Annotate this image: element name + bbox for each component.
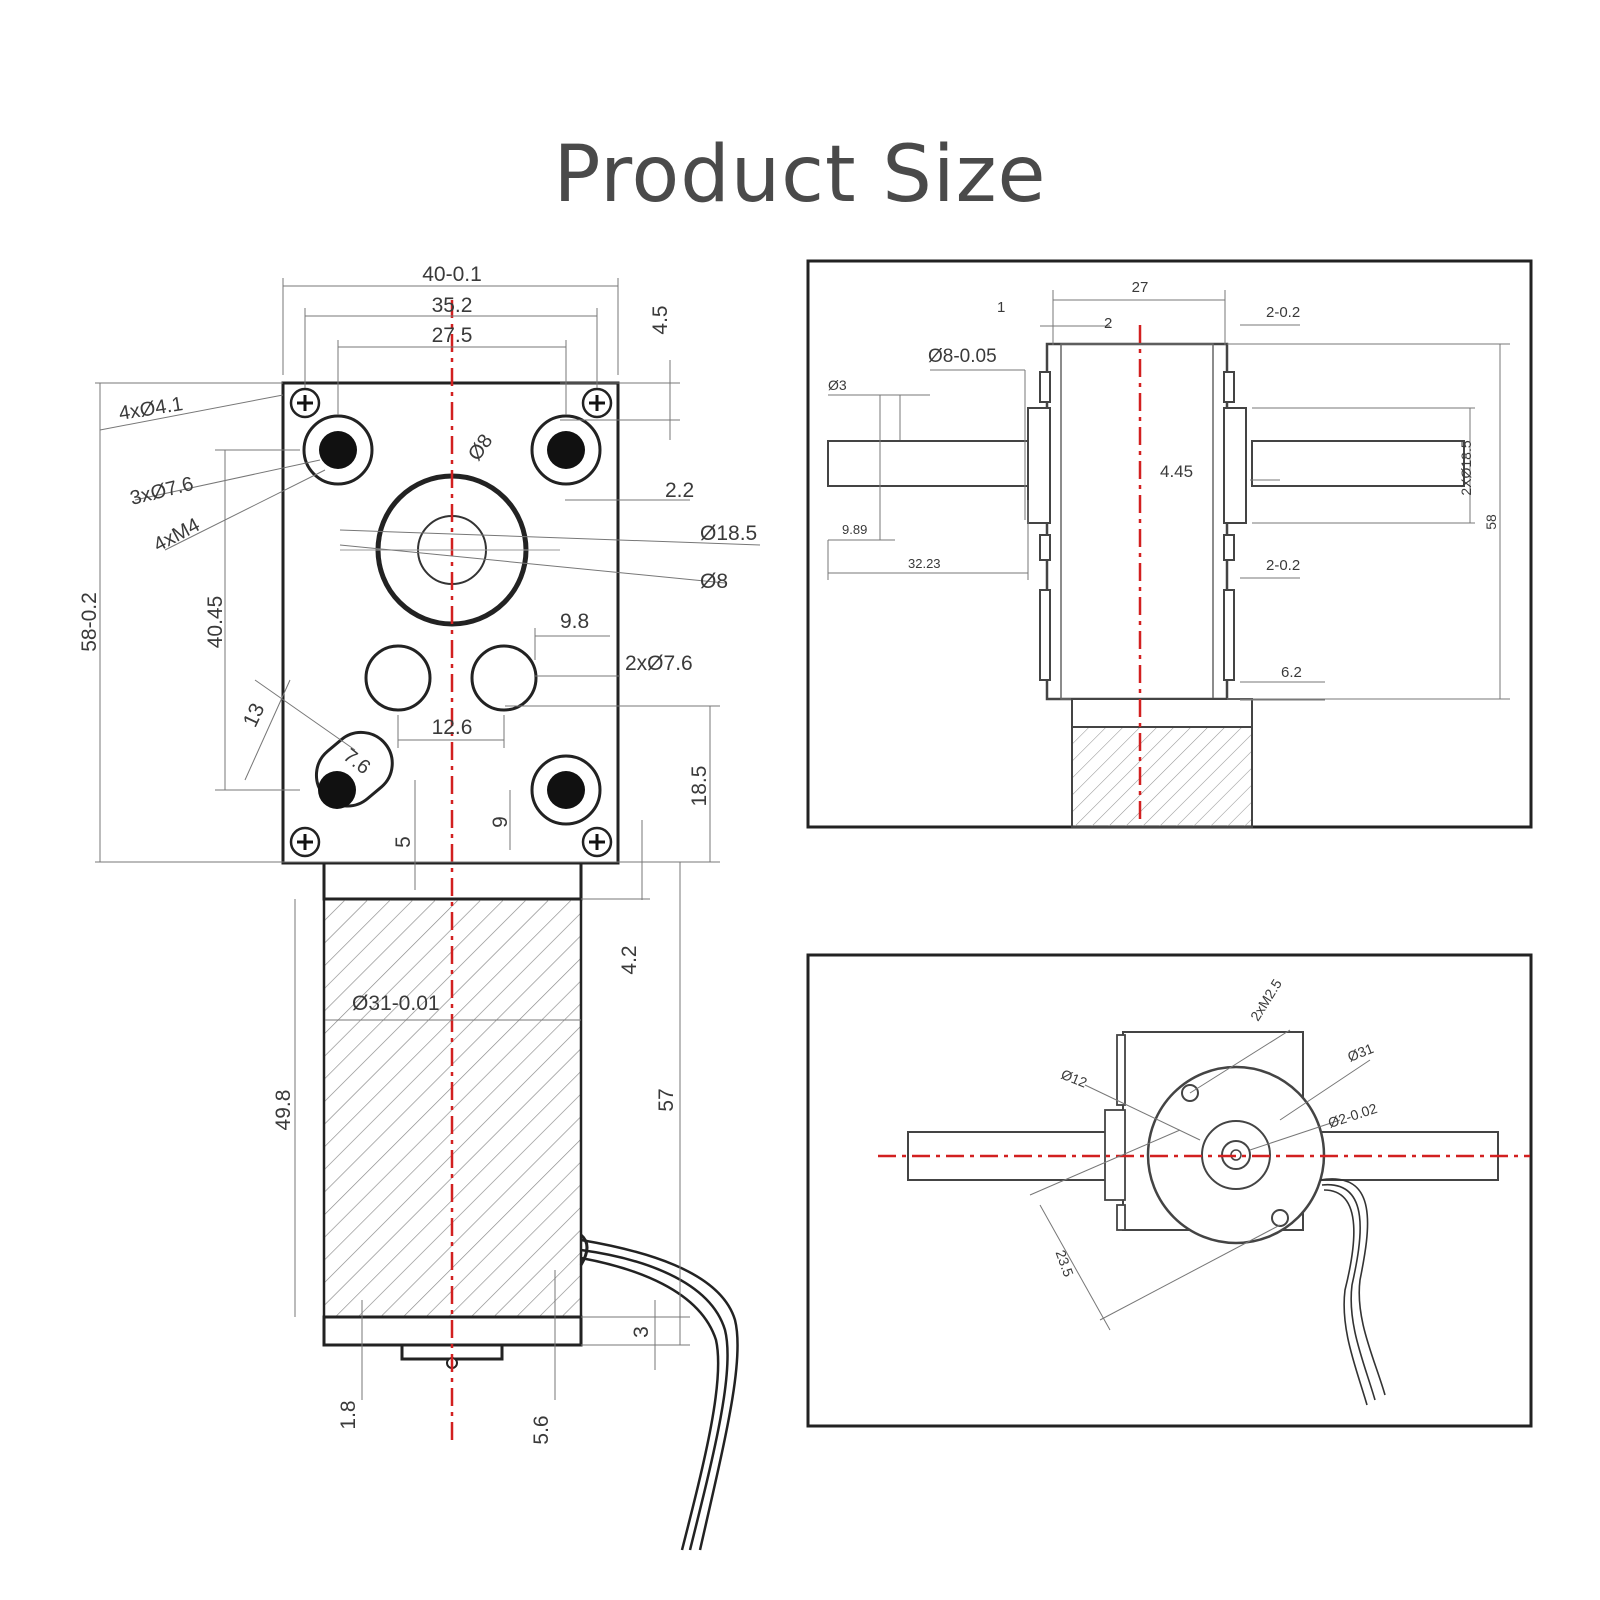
page-title: Product Size [553, 130, 1047, 220]
side-dim-989: 9.89 [842, 522, 867, 537]
side-dim-tol-mid: 2-0.2 [1266, 557, 1300, 574]
dim-offset: 2.2 [665, 479, 694, 502]
dim-mount-holes: 4xØ4.1 [117, 393, 184, 425]
dim-motor-len: 49.8 [272, 1090, 295, 1131]
side-dim-2: 2 [1104, 315, 1112, 332]
dim-shaft-d: Ø8 [464, 430, 497, 464]
dim-h-3: 3 [630, 1326, 653, 1338]
dim-width-holes: 35.2 [432, 294, 473, 317]
dim-threads: 4xM4 [150, 514, 204, 556]
dim-w-126: 12.6 [432, 716, 473, 739]
rear-dim-d12: Ø12 [1059, 1066, 1090, 1091]
dim-motor-d: Ø31-0.01 [352, 992, 440, 1015]
rear-dim-d2: Ø2-0.02 [1326, 1100, 1379, 1131]
dim-h-185: 18.5 [688, 766, 711, 807]
side-view: 27 1 2 2-0.2 Ø8-0.05 Ø3 4.45 2XØ18.5 58 … [806, 259, 1533, 829]
side-dim-27: 27 [1132, 279, 1149, 296]
side-dim-shaft: Ø8-0.05 [928, 346, 997, 367]
dim-total-len: 57 [655, 1088, 678, 1111]
rear-dim-235: 23.5 [1053, 1248, 1077, 1279]
side-dim-62: 6.2 [1281, 664, 1302, 681]
side-dim-58: 58 [1483, 514, 1499, 530]
dim-h-5: 5 [392, 836, 415, 848]
dim-top-gap: 4.5 [649, 305, 672, 334]
dim-h-9: 9 [489, 816, 512, 828]
dim-twin-holes: 2xØ7.6 [625, 652, 693, 675]
dim-width-total: 40-0.1 [422, 263, 482, 286]
dim-slot-13: 13 [239, 700, 270, 731]
rear-view-frame [806, 953, 1533, 1428]
dim-h-42: 4.2 [618, 945, 641, 974]
dim-boss-d: Ø18.5 [700, 522, 757, 545]
dim-bore-d: Ø8 [700, 570, 728, 593]
dim-height: 58-0.2 [78, 592, 101, 652]
side-dim-shaft2: 2XØ18.5 [1458, 440, 1474, 495]
rear-dim-m25: 2xM2.5 [1247, 976, 1285, 1024]
rear-view: 2xM2.5 Ø31 Ø12 Ø2-0.02 23.5 [806, 953, 1533, 1428]
dim-h-18: 1.8 [337, 1400, 360, 1429]
side-dim-445: 4.45 [1160, 462, 1193, 481]
dim-v-4045: 40.45 [204, 596, 227, 649]
dim-h-56: 5.6 [530, 1415, 553, 1444]
side-dim-d3: Ø3 [828, 377, 847, 393]
side-dim-1: 1 [997, 299, 1005, 316]
front-view: 40-0.1 35.2 27.5 4.5 4xØ4.1 3xØ7.6 4xM4 … [78, 263, 761, 1551]
rear-dim-d31: Ø31 [1345, 1040, 1376, 1065]
dim-w-98: 9.8 [560, 610, 589, 633]
side-dim-3223: 32.23 [908, 556, 941, 571]
dim-thru-holes: 3xØ7.6 [128, 473, 196, 510]
side-dim-tol-top: 2-0.2 [1266, 304, 1300, 321]
wires [580, 1238, 739, 1551]
dim-width-inner: 27.5 [432, 324, 473, 347]
mount-hole [302, 414, 602, 826]
